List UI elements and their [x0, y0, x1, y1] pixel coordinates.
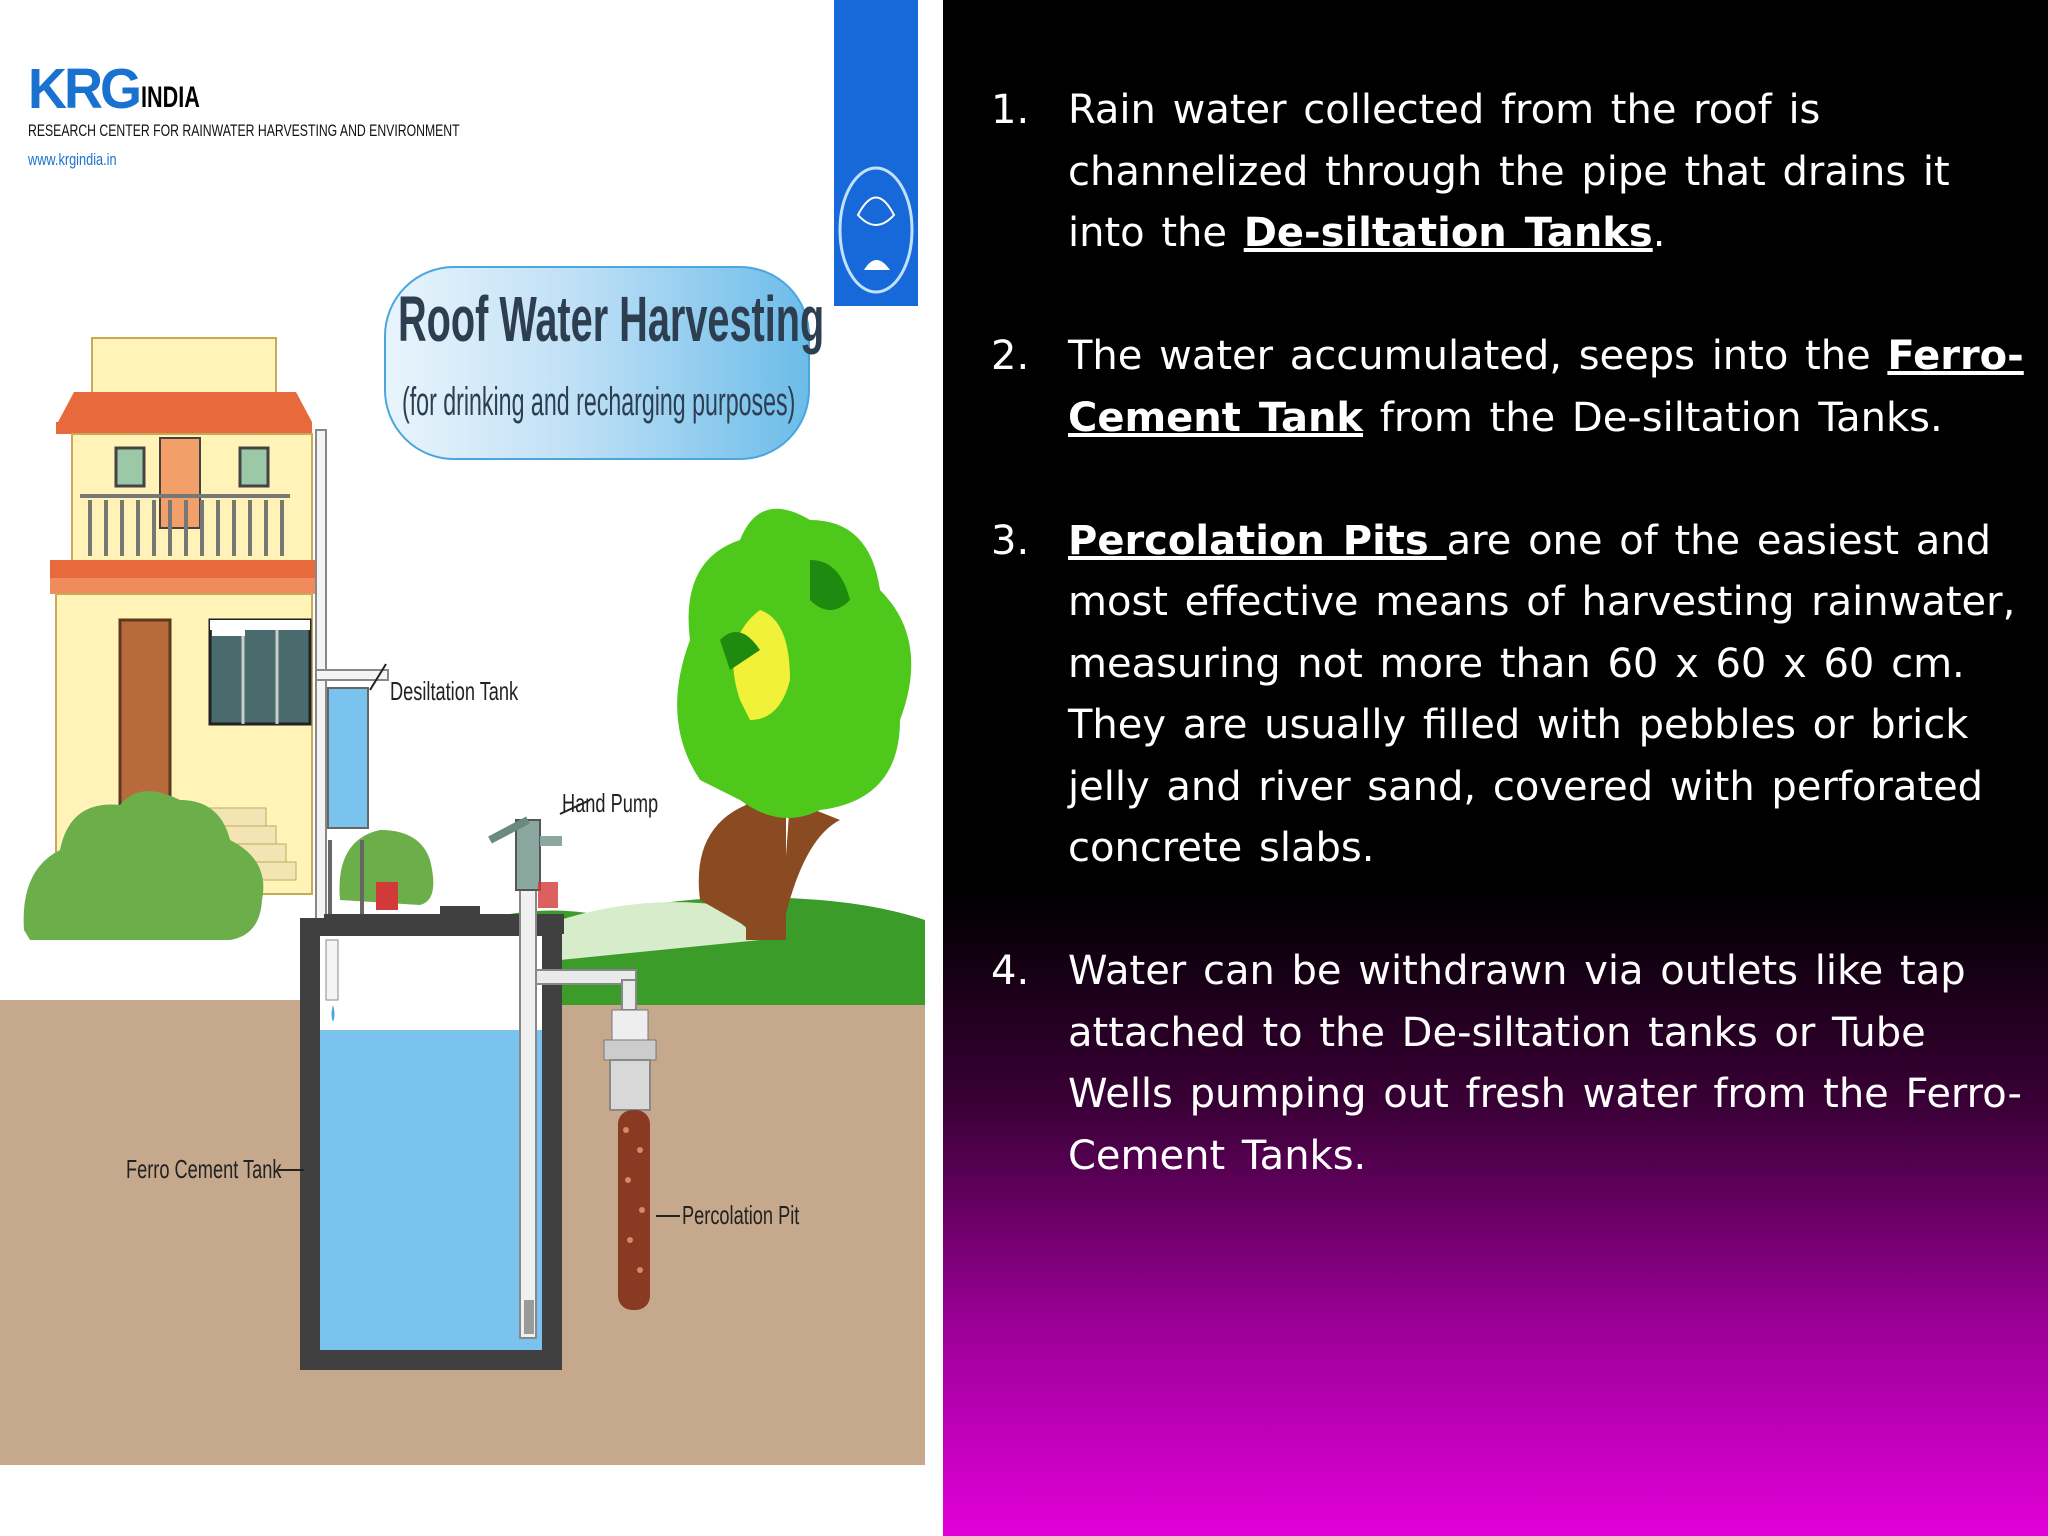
step-highlight: Percolation Pits [1068, 517, 1447, 564]
step-text-end: from the De-siltation Tanks. [1363, 394, 1943, 441]
step-number: 4. [991, 948, 1030, 994]
label-desiltation-tank: Desiltation Tank [390, 676, 519, 706]
step-highlight: Ferro-Cement Tank [1068, 333, 2024, 441]
step-text-end: are one of the easiest and most effectiv… [1068, 517, 2016, 872]
label-percolation-pit: Percolation Pit [682, 1200, 800, 1230]
step-text: The water accumulated, seeps into the [1068, 333, 1888, 379]
logo-word: INDIA [141, 81, 200, 114]
step-item: 1. Rain water collected from the roof is … [991, 80, 2041, 265]
step-item: 4. Water can be withdrawn via outlets lik… [991, 941, 2041, 1187]
step-number: 1. [991, 87, 1030, 133]
step-item: 2.The water accumulated, seeps into the … [991, 326, 2041, 449]
step-text: Rain water collected from the roof is ch… [1068, 87, 1950, 256]
step-number: 2. [991, 333, 1030, 379]
label-hand-pump: Hand Pump [562, 788, 659, 818]
step-number: 3. [991, 517, 1030, 564]
step-text-end: . [1652, 210, 1666, 256]
text-panel [943, 0, 2048, 1536]
harvesting-diagram [0, 337, 925, 1465]
illustration-panel: KRGINDIA RESEARCH CENTER FOR RAINWATER H… [0, 0, 943, 1536]
emblem-strip [834, 0, 918, 306]
step-text: Water can be withdrawn via outlets like … [1068, 948, 2022, 1179]
step-highlight: De-siltation Tanks [1243, 210, 1653, 256]
diagram-title: Roof Water Harvesting [398, 283, 825, 355]
step-item: 3. Percolation Pits are one of the easies… [991, 511, 2041, 880]
diagram-subtitle: (for drinking and recharging purposes) [402, 380, 796, 424]
emblem-icon [838, 166, 914, 294]
logo-subtitle: RESEARCH CENTER FOR RAINWATER HARVESTING… [28, 121, 460, 140]
logo-url: www.krgindia.in [28, 150, 117, 169]
krg-logo: KRGINDIA [28, 57, 223, 121]
harvesting-steps: 1. Rain water collected from the roof is … [991, 80, 2041, 1249]
title-pill [384, 266, 810, 460]
label-ferro-cement-tank: Ferro Cement Tank [126, 1154, 282, 1184]
logo-mark: KRG [28, 57, 142, 121]
